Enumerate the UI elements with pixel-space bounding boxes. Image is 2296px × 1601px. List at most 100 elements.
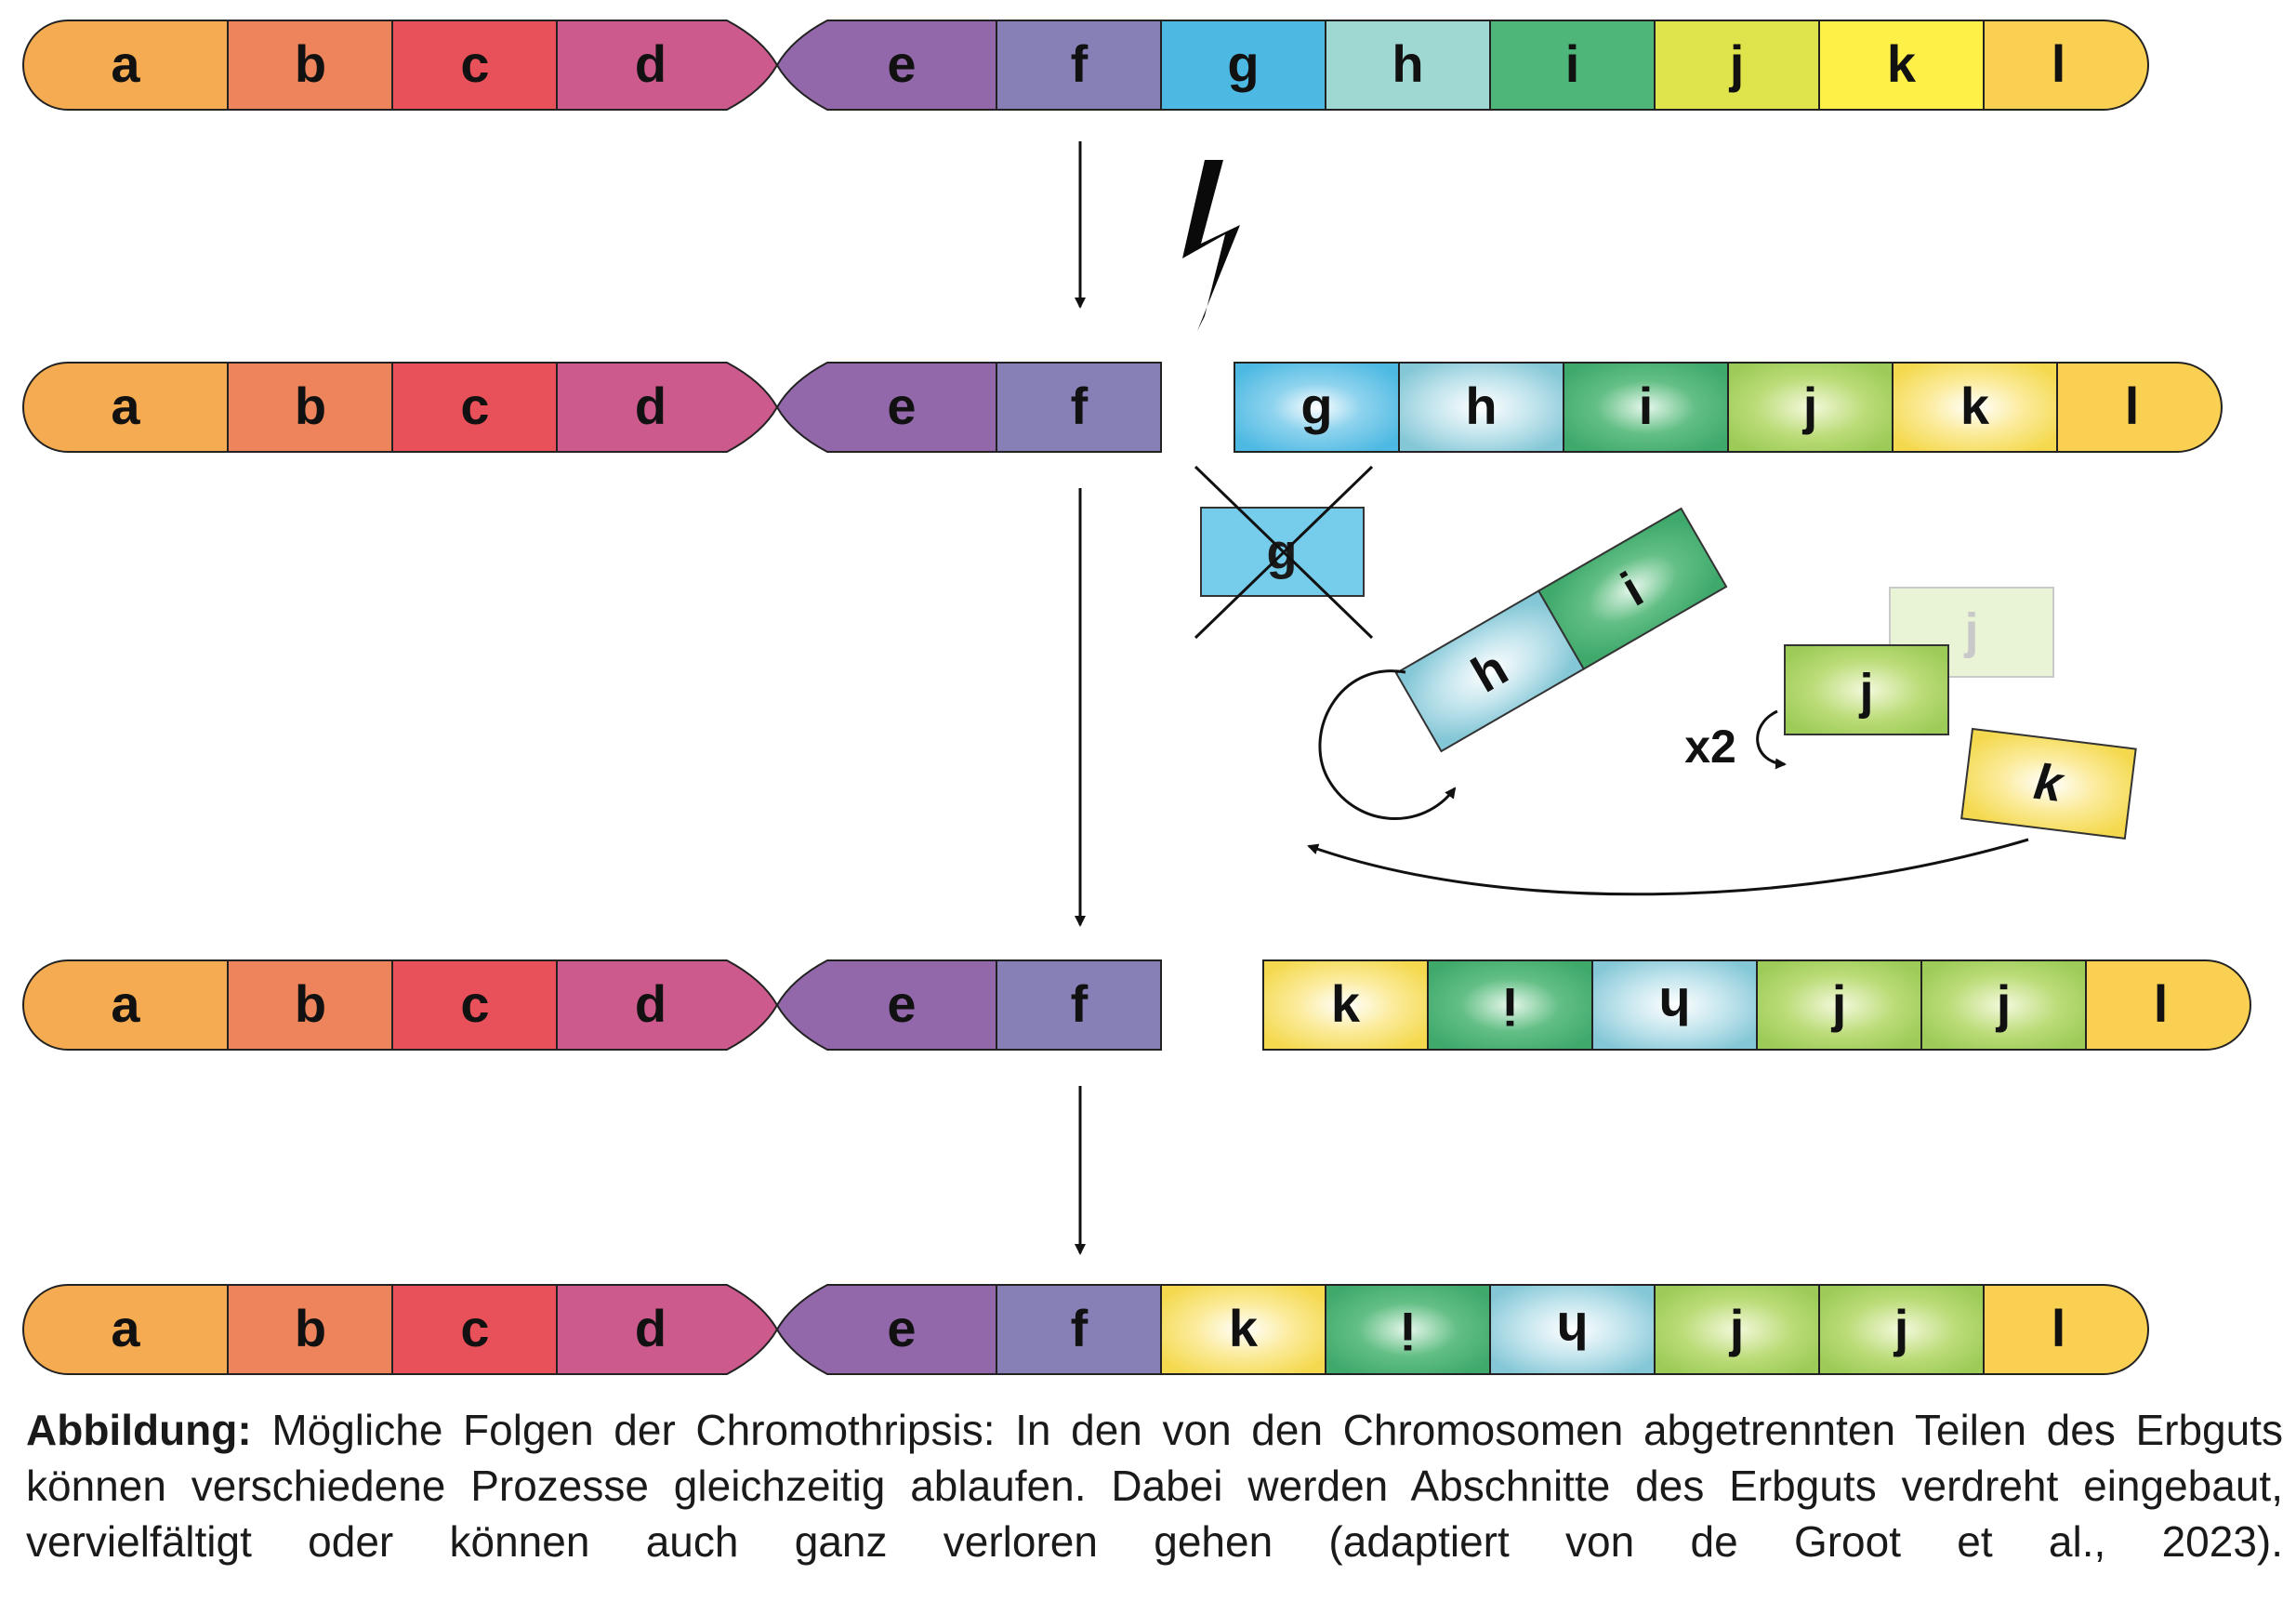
lost-fragment-g: g <box>1194 465 1374 640</box>
segment-f <box>996 362 1162 453</box>
caption-text: Mögliche Folgen der Chromothripsis: In d… <box>26 1406 2283 1566</box>
segment-c <box>391 1284 558 1375</box>
segment-l <box>1983 1284 2149 1375</box>
row2-left-arm <box>22 362 1162 453</box>
segment-label-c: c <box>460 1299 489 1357</box>
segment-label-d: d <box>635 34 666 93</box>
row2-right-arm <box>1234 362 2223 453</box>
segment-label-k: k <box>1229 1299 1259 1357</box>
rotation-arrow <box>1318 669 1457 820</box>
segment-f <box>996 959 1162 1051</box>
segment-label-b: b <box>295 1299 326 1357</box>
segment-label-k: k <box>1331 974 1361 1033</box>
segment-label-h: h <box>1556 1302 1588 1360</box>
segment-label-i: i <box>1503 977 1518 1036</box>
segment-e <box>775 1284 997 1375</box>
segment-i <box>1489 20 1656 111</box>
segment-k <box>1892 362 2058 453</box>
segment-b <box>227 1284 393 1375</box>
segment-a <box>22 20 229 111</box>
segment-b <box>227 959 393 1051</box>
figure-caption: Abbildung: Mögliche Folgen der Chromothr… <box>26 1402 2283 1569</box>
segment-label-i: i <box>1565 34 1580 93</box>
segment-h <box>1489 1284 1656 1375</box>
segment-a <box>22 959 229 1051</box>
segment-label-c: c <box>460 34 489 93</box>
segment-label-g: g <box>1227 34 1259 93</box>
segment-label-c: c <box>460 974 489 1033</box>
segment-l <box>1983 20 2149 111</box>
segment-label-k: k <box>1960 377 1990 435</box>
caption-label: Abbildung: <box>26 1406 252 1454</box>
row4-right-arm <box>1160 1284 2149 1375</box>
cross-line <box>1194 465 1374 640</box>
segment-b <box>227 362 393 453</box>
segment-label-f: f <box>1071 1299 1089 1357</box>
segment-a <box>22 1284 229 1375</box>
segment-label-f: f <box>1071 377 1089 435</box>
duplicated-fragment-j: j <box>1784 644 1949 735</box>
segment-label-b: b <box>295 34 326 93</box>
segment-label-j: j <box>1894 1299 1909 1357</box>
segment-label-i: i <box>1639 377 1654 435</box>
duplication-multiplier: x2 <box>1684 721 1736 773</box>
segment-label-j: j <box>1831 974 1847 1033</box>
segment-label-f: f <box>1071 34 1089 93</box>
segment-g <box>1160 20 1326 111</box>
segment-label-l: l <box>2052 34 2066 93</box>
segment-label-e: e <box>887 34 916 93</box>
segment-e <box>775 959 997 1051</box>
segment-label-d: d <box>635 377 666 435</box>
segment-d <box>556 20 779 111</box>
inverted-fragment-hi: h i <box>1394 507 1728 753</box>
segment-l <box>2085 959 2251 1051</box>
segment-label-h: h <box>1658 977 1690 1036</box>
moved-fragment-k: k <box>1960 727 2137 840</box>
ghost-j-label: j <box>1963 603 1978 659</box>
segment-label-i: i <box>1401 1302 1416 1360</box>
segment-label-a: a <box>111 34 140 93</box>
fragment-j-label: j <box>1858 664 1873 720</box>
segment-label-g: g <box>1300 377 1332 435</box>
segment-label-d: d <box>635 974 666 1033</box>
segment-a <box>22 362 229 453</box>
segment-label-j: j <box>1996 974 2012 1033</box>
segment-h <box>1591 959 1758 1051</box>
segment-l <box>2056 362 2223 453</box>
segment-c <box>391 20 558 111</box>
segment-label-c: c <box>460 377 489 435</box>
segment-label-b: b <box>295 377 326 435</box>
lightning-bolt-icon <box>1182 160 1240 331</box>
segment-label-f: f <box>1071 974 1089 1033</box>
segment-j <box>1727 362 1894 453</box>
segment-c <box>391 959 558 1051</box>
segment-label-h: h <box>1392 34 1423 93</box>
segment-label-k: k <box>1887 34 1917 93</box>
segment-label-a: a <box>111 1299 140 1357</box>
segment-k <box>1160 1284 1326 1375</box>
segment-label-a: a <box>111 974 140 1033</box>
duplication-arrow <box>1756 709 1787 770</box>
segment-label-j: j <box>1729 1299 1745 1357</box>
segment-label-h: h <box>1465 377 1497 435</box>
segment-d <box>556 959 779 1051</box>
segment-j <box>1654 20 1820 111</box>
segment-label-j: j <box>1802 377 1818 435</box>
segment-k <box>1262 959 1429 1051</box>
segment-label-l: l <box>2154 974 2169 1033</box>
row1-left-arm <box>22 20 1162 111</box>
segment-label-j: j <box>1729 34 1745 93</box>
segment-label-e: e <box>887 377 916 435</box>
row4-left-arm <box>22 1284 1162 1375</box>
segment-d <box>556 362 779 453</box>
segment-label-d: d <box>635 1299 666 1357</box>
segment-j <box>1920 959 2087 1051</box>
segment-b <box>227 20 393 111</box>
segment-h <box>1325 20 1491 111</box>
segment-d <box>556 1284 779 1375</box>
segment-j <box>1756 959 1922 1051</box>
segment-i <box>1563 362 1729 453</box>
segment-label-e: e <box>887 974 916 1033</box>
